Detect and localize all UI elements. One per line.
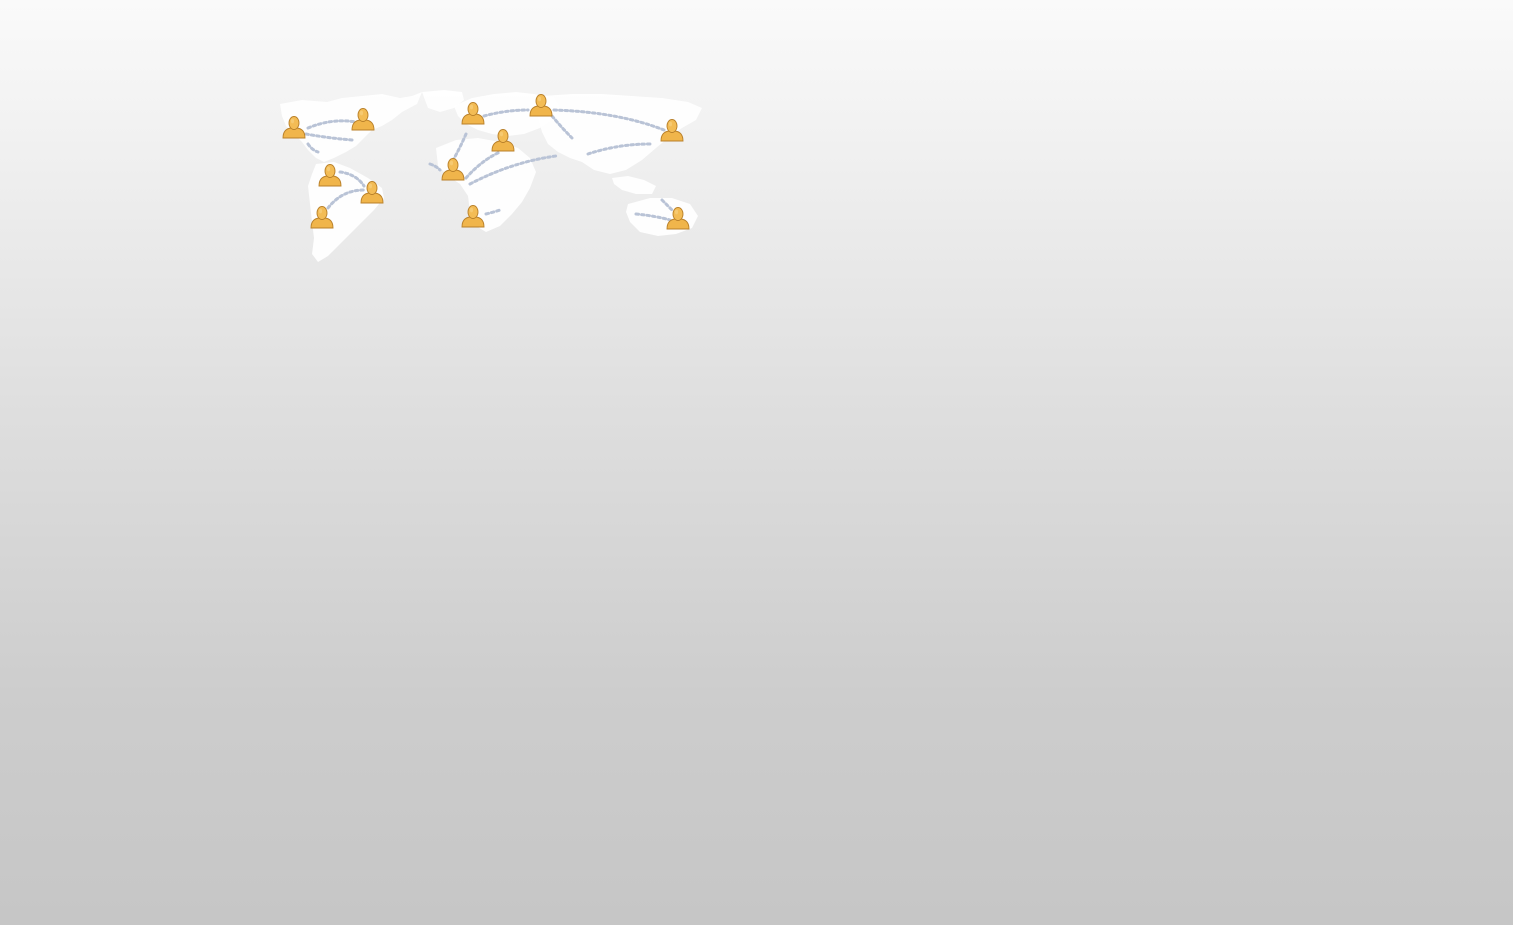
world-network-icon bbox=[280, 90, 702, 262]
continent-asia bbox=[538, 94, 702, 174]
network-users bbox=[282, 94, 690, 230]
continent-southeast-asia bbox=[612, 176, 656, 194]
user-icon bbox=[529, 94, 553, 117]
user-icon bbox=[461, 102, 485, 125]
user-icon bbox=[318, 164, 342, 187]
user-icon bbox=[491, 129, 515, 152]
user-icon bbox=[441, 158, 465, 181]
user-icon bbox=[666, 207, 690, 230]
continent-australia bbox=[626, 198, 698, 236]
user-icon bbox=[282, 116, 306, 139]
continent-europe bbox=[454, 92, 560, 136]
world-network-illustration bbox=[272, 86, 708, 268]
continent-greenland bbox=[422, 90, 464, 112]
user-icon bbox=[360, 181, 384, 204]
user-icon bbox=[351, 108, 375, 131]
user-icon bbox=[461, 205, 485, 228]
user-icon bbox=[660, 119, 684, 142]
world-map bbox=[280, 90, 702, 262]
user-icon bbox=[310, 206, 334, 229]
continent-north-america bbox=[280, 92, 422, 162]
continent-africa bbox=[436, 138, 536, 232]
